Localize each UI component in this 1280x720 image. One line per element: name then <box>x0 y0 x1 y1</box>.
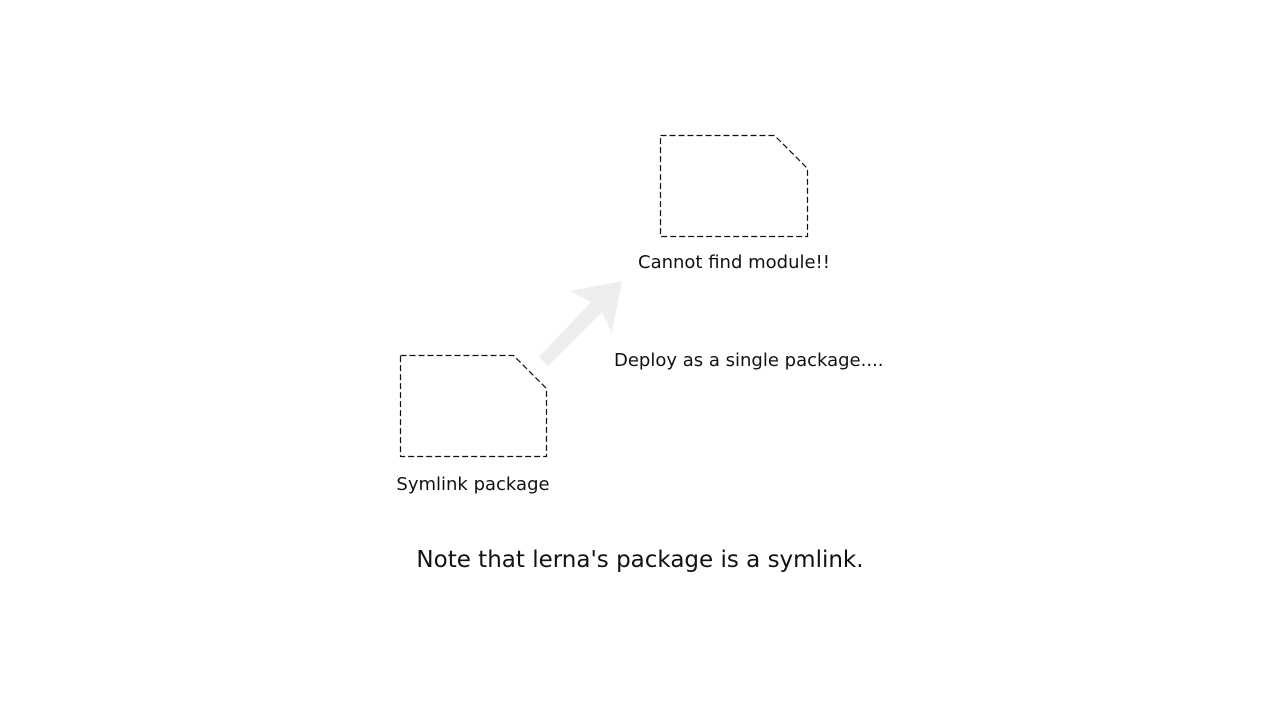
slide-caption: Note that lerna's package is a symlink. <box>416 547 864 573</box>
source-node-label: Symlink package <box>396 474 550 495</box>
deploy-arrow <box>539 281 622 366</box>
target-node-label: Cannot find module!! <box>638 252 830 273</box>
file-icon-source <box>399 354 548 458</box>
file-icon-target <box>659 134 809 238</box>
deploy-edge-label: Deploy as a single package.... <box>614 350 884 371</box>
